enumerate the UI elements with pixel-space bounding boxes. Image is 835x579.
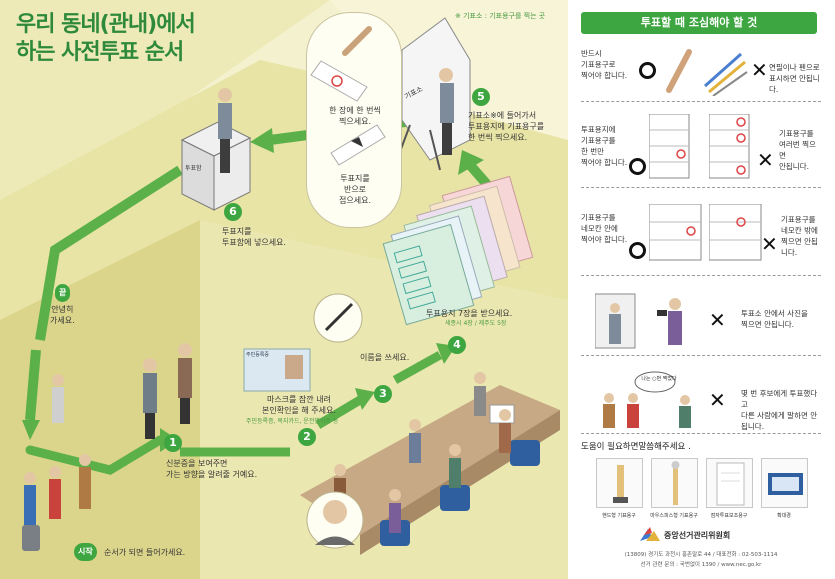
wrong-mark-icon: ✕ <box>709 308 726 332</box>
tool-label-hand: 핸드형 기표용구 <box>602 513 636 519</box>
poster-title-line2: 하는 사전투표 순서 <box>16 40 184 65</box>
braille-aid-image <box>706 458 753 508</box>
poster-background <box>0 0 568 579</box>
ballot-stamp-inside-icon <box>649 204 702 261</box>
procedure-poster: 우리 동네(관내)에서 하는 사전투표 순서 ※ 기표소 : 기표용구를 찍는 … <box>0 0 568 579</box>
wrong-mark-icon: ✕ <box>761 232 778 256</box>
poster-title-line1: 우리 동네(관내)에서 <box>16 12 196 37</box>
ballot-stamp-outside-icon <box>709 204 762 261</box>
cautions-header: 투표할 때 조심해야 할 것 <box>581 12 817 34</box>
magnifier-image <box>761 458 808 508</box>
wrong-mark-icon: ✕ <box>751 58 768 82</box>
telling-vote-illustration <box>603 371 691 428</box>
step-6-number: 6 <box>224 203 242 221</box>
stamp-fold-illustration <box>310 26 386 166</box>
ballot-multiple-stamps-icon <box>709 114 750 179</box>
org-contact: 선거 관련 문의 : 국번없이 1390 / www.nec.go.kr <box>640 562 762 568</box>
correct-mark-icon <box>639 62 656 79</box>
tool-label-mouthpiece: 마우스피스형 기표용구 <box>650 513 698 519</box>
step-3-number: 3 <box>374 385 392 403</box>
start-badge: 시작 <box>74 543 97 561</box>
step-5-number: 5 <box>472 88 490 106</box>
tool-label-braille: 점자투표보조용구 <box>710 513 748 519</box>
correct-mark-icon <box>629 242 646 259</box>
stamp-and-pens-icon <box>666 49 748 96</box>
org-name: 중앙선거관리위원회 <box>664 531 731 540</box>
ballot-box-sign: 투표함 <box>185 165 202 172</box>
end-badge: 끝 <box>55 284 71 302</box>
step-4-text: 투표용지 7장을 받으세요. <box>426 309 513 318</box>
mouthpiece-stamp-tool-image <box>651 458 698 508</box>
nec-logo-icon <box>640 527 660 541</box>
step-4-number: 4 <box>448 336 466 354</box>
photo-in-booth-illustration <box>595 293 682 349</box>
start-text: 순서가 되면 들어가세요. <box>104 548 186 557</box>
help-title: 도움이 필요하면말씀해주세요 . <box>581 442 691 452</box>
step-2-id-types: 주민등록증, 복지카드, 운전면허증 등 <box>246 418 339 425</box>
id-card-title: 주민등록증 <box>246 352 270 358</box>
correct-mark-icon <box>629 158 646 175</box>
booth-footnote: ※ 기표소 : 기표용구를 찍는 곳 <box>455 12 546 20</box>
org-address: (13809) 경기도 과천시 홍촌말로 44 / 대표전화 : 02-503-… <box>624 552 778 558</box>
step-1-number: 1 <box>164 434 182 452</box>
speech-bubble-text: 나는 ○번 찍었다 <box>641 376 677 382</box>
step-4-note: 세종시 4장 / 제주도 5장 <box>445 320 507 327</box>
hand-stamp-tool-image <box>596 458 643 508</box>
step-2-number: 2 <box>298 428 316 446</box>
wrong-mark-icon: ✕ <box>709 388 726 412</box>
ballot-single-stamp-icon <box>649 114 690 179</box>
wrong-mark-icon: ✕ <box>757 148 774 172</box>
tool-label-magnifier: 확대경 <box>777 513 791 519</box>
step-3-text: 이름을 쓰세요. <box>360 353 410 362</box>
